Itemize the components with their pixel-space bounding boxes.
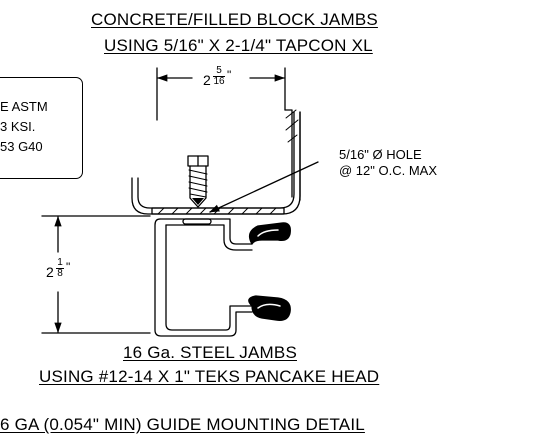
material-note-box (0, 77, 83, 179)
seal-top (248, 222, 291, 245)
wall-jamb-right (284, 109, 293, 198)
bottom-title-line1: 16 Ga. STEEL JAMBS (123, 343, 297, 362)
detail-title: 6 GA (0.054" MIN) GUIDE MOUNTING DETAIL (0, 415, 365, 434)
bottom-title-line2: USING #12-14 X 1" TEKS PANCAKE HEAD (39, 367, 380, 386)
guide-channel-inner (165, 224, 253, 331)
top-title-line1: CONCRETE/FILLED BLOCK JAMBS (91, 10, 378, 29)
hole-leader (209, 161, 319, 213)
slot-hole (182, 218, 212, 225)
seal-bottom-inner (257, 303, 281, 309)
hole-note-line1: 5/16" Ø HOLE (339, 147, 422, 162)
top-title-line2: USING 5/16" X 2-1/4" TAPCON XL (104, 36, 373, 55)
guide-channel-upper-inner (165, 224, 253, 251)
guide-channel-upper (159, 218, 253, 245)
material-note-line1: E ASTM (0, 99, 48, 114)
screw-tip-fill (192, 198, 204, 205)
seal-bottom (248, 295, 291, 321)
guide-channel-outer (154, 218, 253, 337)
screw-shank (189, 165, 207, 208)
wall-break-lines (285, 109, 299, 143)
screw-threads (188, 169, 208, 198)
seal-top-inner (257, 229, 279, 237)
material-note-line2: 3 KSI. (0, 119, 36, 134)
mounting-angle (131, 111, 301, 215)
material-note-line3: 53 G40 (0, 139, 43, 154)
hole-note-line2: @ 12" O.C. MAX (339, 163, 438, 178)
mounting-angle-inner (137, 111, 295, 209)
